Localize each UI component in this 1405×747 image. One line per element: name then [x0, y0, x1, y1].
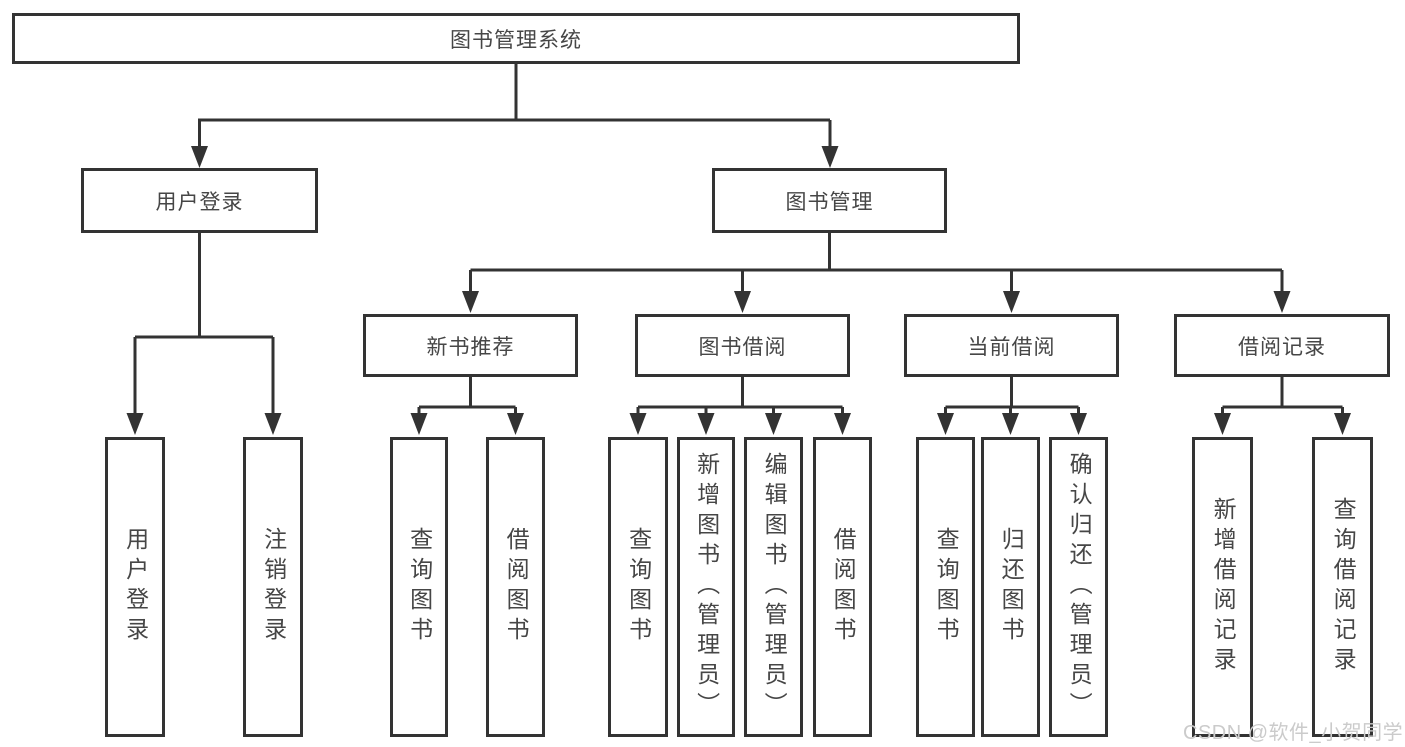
connector-root	[198, 63, 832, 148]
connector-book-management	[469, 233, 1284, 293]
leaf-borrow-books-label: 借阅图书	[830, 527, 857, 647]
node-current-borrowing: 当前借阅	[904, 314, 1119, 377]
node-new-book-recommendation: 新书推荐	[363, 314, 578, 377]
node-borrowing-records: 借阅记录	[1174, 314, 1390, 377]
leaf-user-login: 用户登录	[105, 437, 165, 737]
leaf-query-books-current: 查询图书	[916, 437, 975, 737]
leaf-borrow-books: 借阅图书	[813, 437, 872, 737]
node-library-system: 图书管理系统	[12, 13, 1020, 64]
leaf-add-borrow-record-label: 新增借阅记录	[1210, 497, 1237, 677]
leaf-return-books-label: 归还图书	[998, 527, 1025, 647]
leaf-edit-books-admin-label: 编辑图书（管理员）	[761, 452, 788, 722]
leaf-query-books-borrow-label: 查询图书	[625, 527, 652, 647]
leaf-user-login-label: 用户登录	[122, 527, 149, 647]
csdn-watermark: CSDN @软件_小贺同学	[1183, 722, 1404, 744]
connector-current-borrowing	[944, 377, 1080, 415]
leaf-borrow-books-recommend-label: 借阅图书	[503, 527, 530, 647]
leaf-query-books-recommend-label: 查询图书	[406, 527, 433, 647]
node-book-management: 图书管理	[712, 168, 947, 233]
leaf-query-books-borrow: 查询图书	[608, 437, 668, 737]
leaf-return-books: 归还图书	[981, 437, 1040, 737]
leaf-query-borrow-record-label: 查询借阅记录	[1330, 497, 1357, 677]
leaf-query-borrow-record: 查询借阅记录	[1312, 437, 1373, 737]
leaf-confirm-return-admin: 确认归还（管理员）	[1049, 437, 1108, 737]
connector-new-book-recommendation	[417, 377, 517, 415]
leaf-edit-books-admin: 编辑图书（管理员）	[744, 437, 803, 737]
leaf-add-books-admin: 新增图书（管理员）	[677, 437, 735, 737]
node-book-borrowing: 图书借阅	[635, 314, 850, 377]
leaf-borrow-books-recommend: 借阅图书	[486, 437, 545, 737]
leaf-query-books-current-label: 查询图书	[933, 527, 960, 647]
leaf-confirm-return-admin-label: 确认归还（管理员）	[1066, 452, 1093, 722]
leaf-query-books-recommend: 查询图书	[390, 437, 448, 737]
leaf-add-borrow-record: 新增借阅记录	[1192, 437, 1253, 737]
leaf-logout: 注销登录	[243, 437, 303, 737]
connector-book-borrowing	[636, 377, 844, 415]
connector-user-login	[133, 233, 275, 415]
node-user-login: 用户登录	[81, 168, 318, 233]
leaf-add-books-admin-label: 新增图书（管理员）	[693, 452, 720, 722]
leaf-logout-label: 注销登录	[260, 527, 287, 647]
connector-borrowing-records	[1221, 377, 1344, 415]
